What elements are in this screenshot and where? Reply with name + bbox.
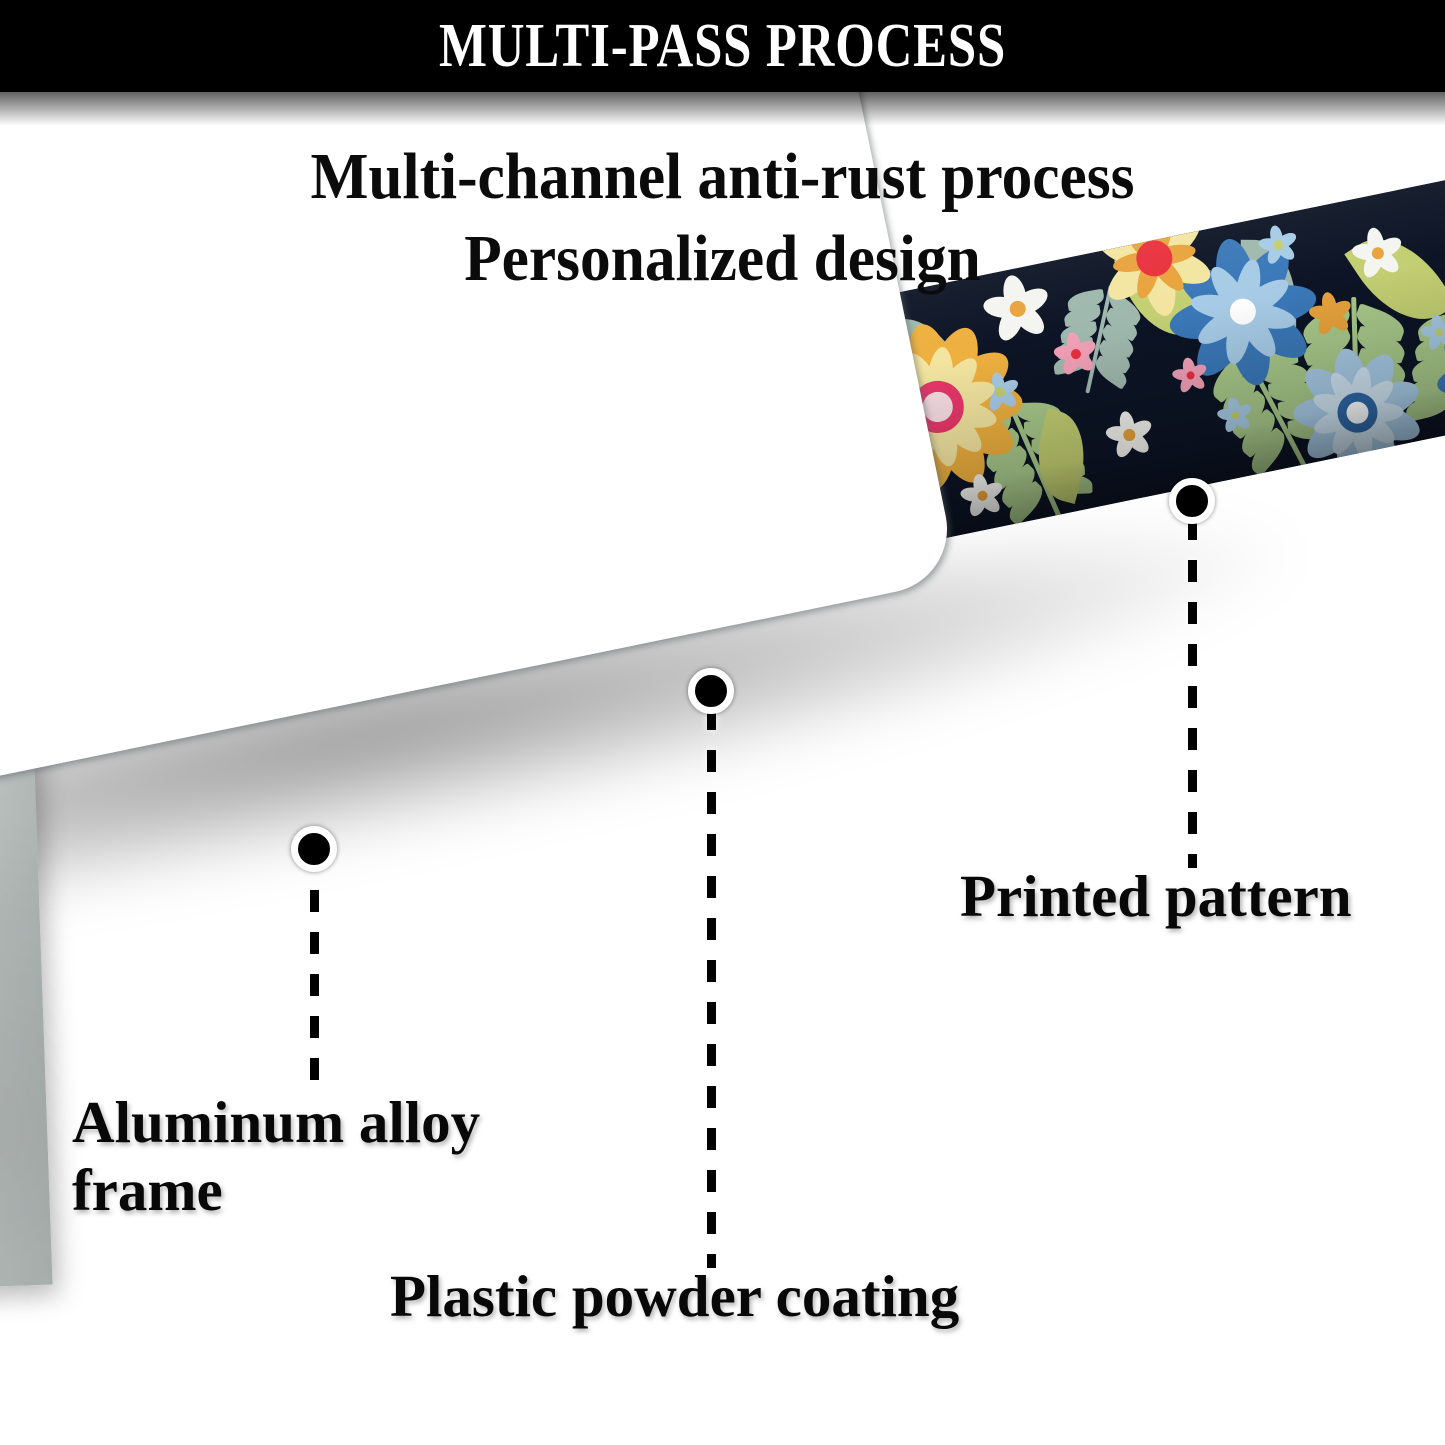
header-bar: MULTI-PASS PROCESS (0, 0, 1445, 92)
subtitle-line-2: Personalized design (464, 222, 981, 295)
flower-small (1101, 407, 1158, 464)
callout-dot-pattern[interactable] (1169, 478, 1215, 524)
callout-dot-aluminum[interactable] (291, 826, 337, 872)
leader-line-pattern (1188, 518, 1197, 868)
page-title: MULTI-PASS PROCESS (438, 12, 1007, 80)
leader-line-aluminum (310, 848, 319, 1088)
callout-label-coating: Plastic powder coating (390, 1263, 960, 1329)
flower-small (1169, 354, 1212, 397)
flower-small (1214, 394, 1257, 437)
subtitle-block: Multi-channel anti-rust process Personal… (0, 136, 1445, 300)
license-plate-frame (0, 0, 1445, 1294)
leader-line-coating (707, 708, 716, 1268)
flower-small (957, 470, 1009, 522)
subtitle-line-1: Multi-channel anti-rust process (310, 140, 1135, 213)
flower-small (1050, 328, 1102, 380)
callout-label-aluminum: Aluminum alloy frame (72, 1089, 481, 1223)
callout-label-pattern: Printed pattern (960, 863, 1352, 929)
callout-dot-coating[interactable] (688, 668, 734, 714)
